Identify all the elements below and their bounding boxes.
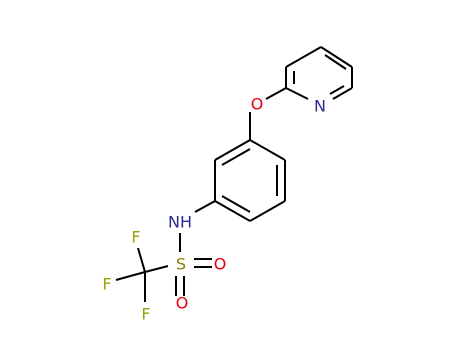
- bond: [221, 148, 251, 166]
- bond: [214, 139, 251, 161]
- atom-label-s: S: [176, 255, 186, 274]
- atom-label-f-bottom: F: [141, 305, 150, 324]
- ether-linkage: [249, 87, 287, 140]
- atom-label-o-ether: O: [251, 95, 264, 114]
- bond: [214, 200, 251, 222]
- bond: [115, 271, 146, 281]
- bond: [249, 200, 286, 222]
- bond: [265, 87, 287, 100]
- bond: [324, 54, 347, 70]
- atom-label-o-right: O: [214, 255, 227, 274]
- bond: [320, 46, 353, 68]
- atom-label-n-pyridine: N: [314, 97, 326, 116]
- bond: [329, 85, 345, 95]
- bond: [137, 247, 146, 273]
- bond: [194, 200, 216, 213]
- bond: [221, 195, 251, 213]
- atom-label-nh: NH: [168, 213, 192, 232]
- pyridine-ring: [285, 46, 353, 100]
- bond: [332, 87, 353, 100]
- triflyl-group: [115, 200, 216, 302]
- bond: [144, 265, 169, 273]
- atom-label-f-left: F: [102, 275, 111, 294]
- bond: [285, 87, 309, 100]
- benzene-ring: [214, 139, 286, 222]
- atom-label-o-bottom: O: [176, 294, 189, 313]
- bond: [285, 46, 322, 68]
- bond: [249, 139, 286, 161]
- atom-label-f-top: F: [131, 228, 140, 247]
